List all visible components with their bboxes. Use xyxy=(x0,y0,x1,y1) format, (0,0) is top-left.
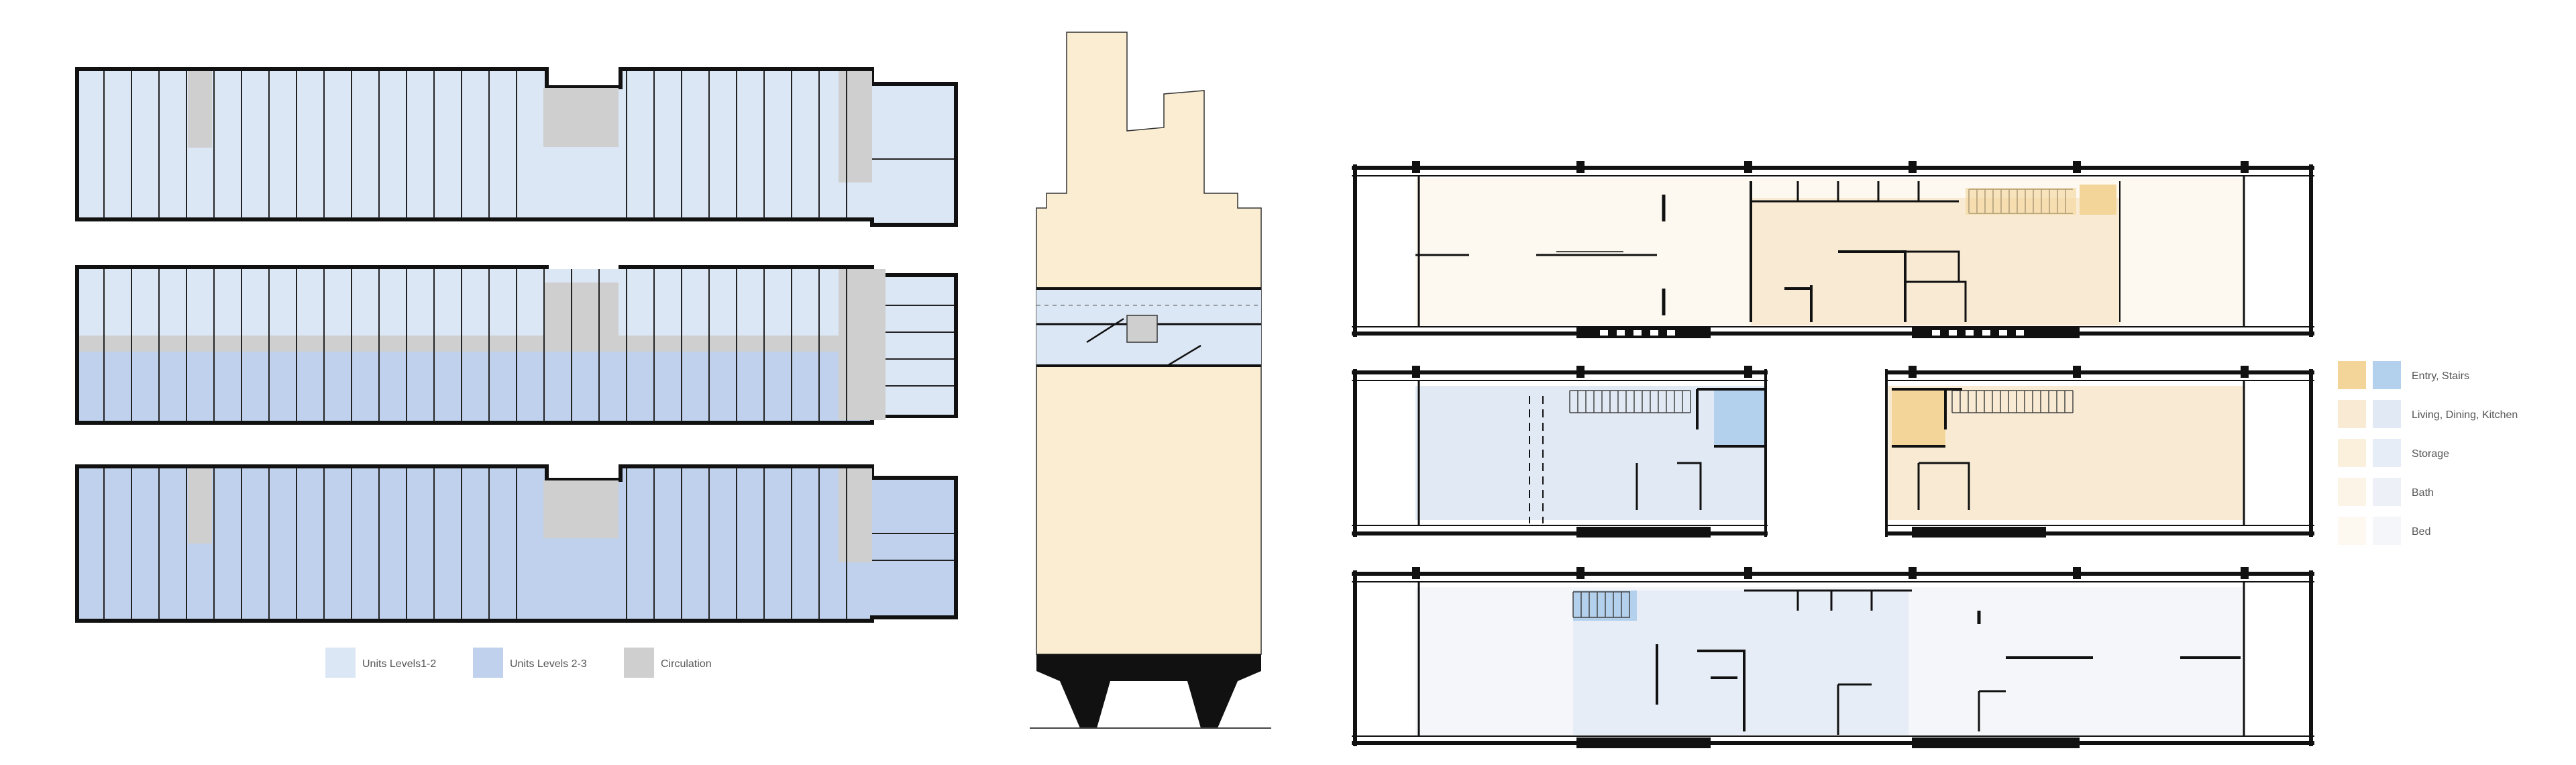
legend-swatch-entry-cool xyxy=(2373,361,2401,389)
unit-bottom-stair-treads xyxy=(1572,591,1630,618)
unit-top-end-zone xyxy=(2120,185,2244,325)
legend-swatch-living-cool xyxy=(2373,400,2401,428)
unit-mr-entry xyxy=(1892,389,1945,446)
unit-top-living-zone xyxy=(1751,198,2120,325)
legend-label-living: Living, Dining, Kitchen xyxy=(2412,409,2518,421)
plan-middle-core xyxy=(543,283,619,339)
unit-top-walls xyxy=(1352,164,2314,337)
plan-top-circulation-end xyxy=(839,71,872,183)
plan-bottom-core xyxy=(543,480,619,538)
plan-level-top xyxy=(75,67,958,227)
unit-top-entry xyxy=(2080,185,2116,215)
unit-ml-entry xyxy=(1714,389,1764,446)
plan-middle-end-circulation xyxy=(839,269,885,420)
unit-plan-middle-right xyxy=(1885,366,2314,538)
plan-bottom-circulation-end xyxy=(839,468,872,562)
legend-swatch-entry-warm xyxy=(2338,361,2366,389)
legend-swatch-bath-cool xyxy=(2373,478,2401,506)
legend-swatch-living-warm xyxy=(2338,400,2366,428)
unit-ml-window-mullions xyxy=(1412,366,1752,538)
plan-middle-stair-lines xyxy=(885,305,954,387)
legend-label-units-1-2: Units Levels1-2 xyxy=(362,658,436,670)
plan-bottom-circulation-stub xyxy=(188,468,212,544)
plan-bottom-unit-partitions xyxy=(103,468,847,619)
plan-level-middle xyxy=(75,265,958,425)
plan-top-circulation-core xyxy=(543,88,619,147)
plan-top-unit-partitions xyxy=(103,71,847,218)
section-pilotis-base xyxy=(1036,654,1261,728)
left-legend: Units Levels1-2 Units Levels 2-3 Circula… xyxy=(325,648,712,678)
unit-plan-top xyxy=(1352,161,2314,338)
unit-mr-window-mullions xyxy=(1909,366,2249,538)
plan-middle-corridor xyxy=(79,336,871,352)
plan-middle-upper-units xyxy=(79,269,871,336)
legend-swatch-bed-cool xyxy=(2373,517,2401,545)
plan-top-circulation-stub xyxy=(188,71,212,148)
legend-row-bath: Bath xyxy=(2338,478,2434,506)
legend-swatch-units-2-3 xyxy=(473,648,503,678)
legend-swatch-storage-cool xyxy=(2373,439,2401,467)
unit-top-window-openings xyxy=(1600,330,2024,336)
building-section xyxy=(1030,32,1271,729)
unit-bottom-walls xyxy=(1352,570,2314,746)
unit-bottom-window-mullions xyxy=(1412,567,2249,748)
plan-middle-end-stairs xyxy=(885,277,954,415)
legend-row-entry-stairs: Entry, Stairs xyxy=(2338,361,2469,389)
legend-row-storage: Storage xyxy=(2338,439,2449,467)
unit-plan-bottom xyxy=(1352,567,2314,748)
legend-label-bath: Bath xyxy=(2412,487,2434,499)
legend-swatch-circulation xyxy=(624,648,654,678)
unit-plan-middle-left xyxy=(1352,366,1768,538)
legend-swatch-storage-warm xyxy=(2338,439,2366,467)
unit-mr-living-zone xyxy=(1888,386,2244,520)
legend-label-entry-stairs: Entry, Stairs xyxy=(2412,370,2469,382)
legend-swatch-bed-warm xyxy=(2338,517,2366,545)
legend-swatch-units-1-2 xyxy=(325,648,356,678)
unit-mr-stair-treads xyxy=(1951,390,2074,413)
legend-label-bed: Bed xyxy=(2412,526,2430,538)
right-legend: Entry, Stairs Living, Dining, Kitchen St… xyxy=(2338,361,2518,545)
legend-row-living: Living, Dining, Kitchen xyxy=(2338,400,2518,428)
legend-label-units-2-3: Units Levels 2-3 xyxy=(510,658,587,670)
unit-ml-stair-treads xyxy=(1569,390,1691,413)
plan-middle-unit-partitions xyxy=(103,269,847,421)
unit-ml-living-zone xyxy=(1415,386,1764,520)
legend-label-circulation: Circulation xyxy=(661,658,712,670)
legend-swatch-bath-warm xyxy=(2338,478,2366,506)
legend-row-bed: Bed xyxy=(2338,517,2430,545)
plan-level-bottom xyxy=(75,464,958,623)
legend-label-storage: Storage xyxy=(2412,448,2449,460)
section-core xyxy=(1126,315,1158,343)
